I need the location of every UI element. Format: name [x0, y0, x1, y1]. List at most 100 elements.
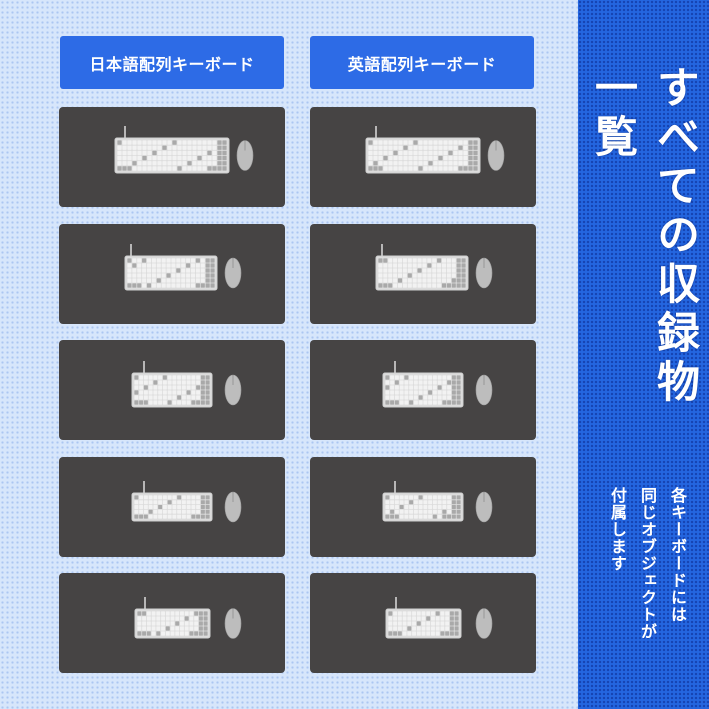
key	[431, 611, 435, 616]
key	[397, 621, 402, 626]
key	[416, 631, 421, 636]
key	[181, 400, 186, 405]
key	[127, 258, 132, 263]
key	[146, 283, 152, 288]
key	[423, 155, 428, 161]
key	[200, 495, 205, 500]
key	[190, 278, 196, 283]
key	[393, 273, 398, 278]
key	[441, 258, 447, 263]
key	[393, 263, 398, 268]
key	[451, 283, 456, 288]
keyboard-body	[131, 492, 213, 522]
key	[152, 155, 157, 161]
key	[205, 263, 210, 268]
key	[451, 390, 456, 395]
key	[408, 145, 413, 150]
key	[156, 283, 161, 288]
key	[458, 155, 463, 161]
key	[172, 395, 177, 400]
key	[147, 166, 152, 171]
key	[390, 375, 395, 380]
side-panel: すべての収録物一覧	[578, 0, 709, 709]
key	[413, 140, 418, 145]
key	[418, 385, 423, 390]
key	[147, 155, 152, 161]
key	[447, 514, 452, 519]
key	[186, 495, 191, 500]
key	[191, 514, 196, 519]
key	[196, 385, 201, 390]
key	[397, 626, 402, 631]
key	[407, 278, 412, 283]
key	[172, 400, 177, 405]
key	[222, 140, 227, 145]
key	[423, 380, 428, 385]
key	[407, 611, 412, 616]
key	[196, 514, 201, 519]
key	[156, 626, 161, 631]
key	[413, 166, 418, 171]
key	[198, 611, 203, 616]
key	[134, 380, 139, 385]
key	[433, 155, 438, 161]
key	[137, 145, 142, 150]
key	[426, 611, 431, 616]
key	[181, 395, 186, 400]
key	[428, 166, 433, 171]
key	[437, 505, 442, 509]
key	[151, 263, 156, 268]
key	[200, 273, 205, 278]
jp-desk-mat-full-size	[59, 107, 285, 207]
key	[153, 505, 158, 509]
key	[423, 505, 428, 509]
en-desk-mat-65-percent	[310, 457, 536, 557]
key	[432, 495, 437, 500]
key	[403, 150, 408, 156]
key	[180, 611, 184, 616]
key	[122, 145, 127, 150]
key	[404, 380, 409, 385]
key	[432, 380, 437, 385]
key	[134, 500, 139, 505]
key	[368, 161, 373, 166]
key	[385, 505, 390, 509]
key	[187, 155, 192, 161]
key	[143, 400, 148, 405]
key	[212, 155, 217, 161]
key	[378, 263, 383, 268]
key	[454, 611, 459, 616]
key	[404, 509, 409, 514]
key	[134, 395, 139, 400]
key	[205, 495, 210, 500]
key	[143, 395, 148, 400]
key	[412, 273, 417, 278]
key	[205, 375, 210, 380]
key	[445, 616, 450, 621]
key	[210, 258, 215, 263]
key	[442, 514, 447, 519]
key	[368, 155, 373, 161]
keyboard-preview	[134, 597, 242, 639]
key	[170, 621, 175, 626]
key	[198, 631, 203, 636]
key	[403, 155, 408, 161]
key	[383, 283, 388, 288]
key	[398, 145, 403, 150]
key	[142, 631, 147, 636]
key	[137, 283, 142, 288]
key	[205, 273, 210, 278]
key	[192, 161, 197, 166]
key	[403, 140, 408, 145]
key	[413, 495, 418, 500]
key	[203, 626, 208, 631]
key	[167, 380, 172, 385]
key	[437, 283, 442, 288]
key	[194, 616, 199, 621]
key	[388, 631, 393, 636]
key	[428, 161, 433, 166]
key	[139, 495, 144, 500]
key	[139, 505, 144, 509]
key	[388, 150, 393, 156]
key	[139, 509, 144, 514]
